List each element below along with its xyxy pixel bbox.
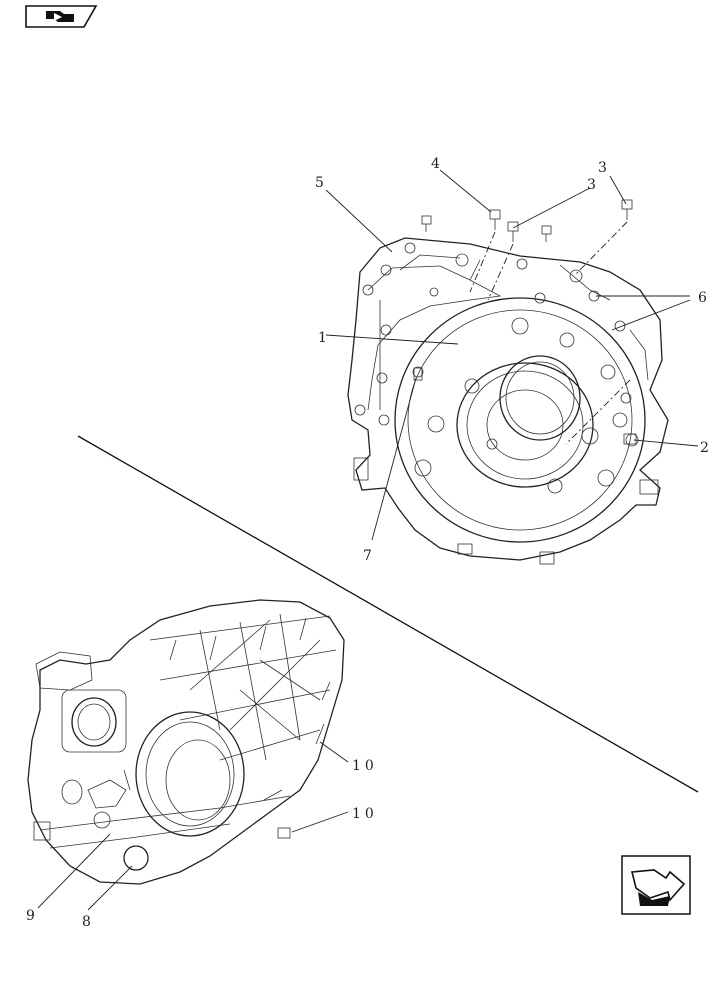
callout-5: 5 <box>315 175 324 191</box>
dowel-7 <box>413 367 423 381</box>
callout-3a: 3 <box>587 177 596 193</box>
separator-line <box>77 435 699 793</box>
bolt-3b <box>621 199 633 220</box>
bolt-4 <box>489 209 501 230</box>
alignment-lines <box>469 221 631 445</box>
callout-4: 4 <box>431 156 440 172</box>
callout-6: 6 <box>698 290 707 306</box>
bolts-upper <box>413 199 637 445</box>
flywheel-housing-front <box>347 237 669 565</box>
bolt-3a <box>507 221 519 242</box>
flywheel-housing-rear <box>27 599 345 885</box>
callout-8: 8 <box>82 914 91 930</box>
callout-2: 2 <box>700 440 709 456</box>
callouts-upper: 4 3 3 5 1 6 2 7 <box>315 156 709 564</box>
callouts-lower: 10 10 9 8 <box>26 758 378 930</box>
bolt-5 <box>421 215 432 232</box>
callout-9: 9 <box>26 908 35 924</box>
dowel-2 <box>623 433 637 445</box>
callout-10a: 10 <box>352 758 378 774</box>
bolt-extra <box>541 225 552 242</box>
callout-1: 1 <box>318 330 327 346</box>
next-page-arrow-icon[interactable] <box>621 855 691 915</box>
book-icon[interactable] <box>25 5 98 28</box>
callout-7: 7 <box>363 548 372 564</box>
leader-lines-upper <box>325 169 699 541</box>
callout-10b: 10 <box>352 806 378 822</box>
callout-3b: 3 <box>598 160 607 176</box>
leader-lines-lower <box>37 741 349 911</box>
